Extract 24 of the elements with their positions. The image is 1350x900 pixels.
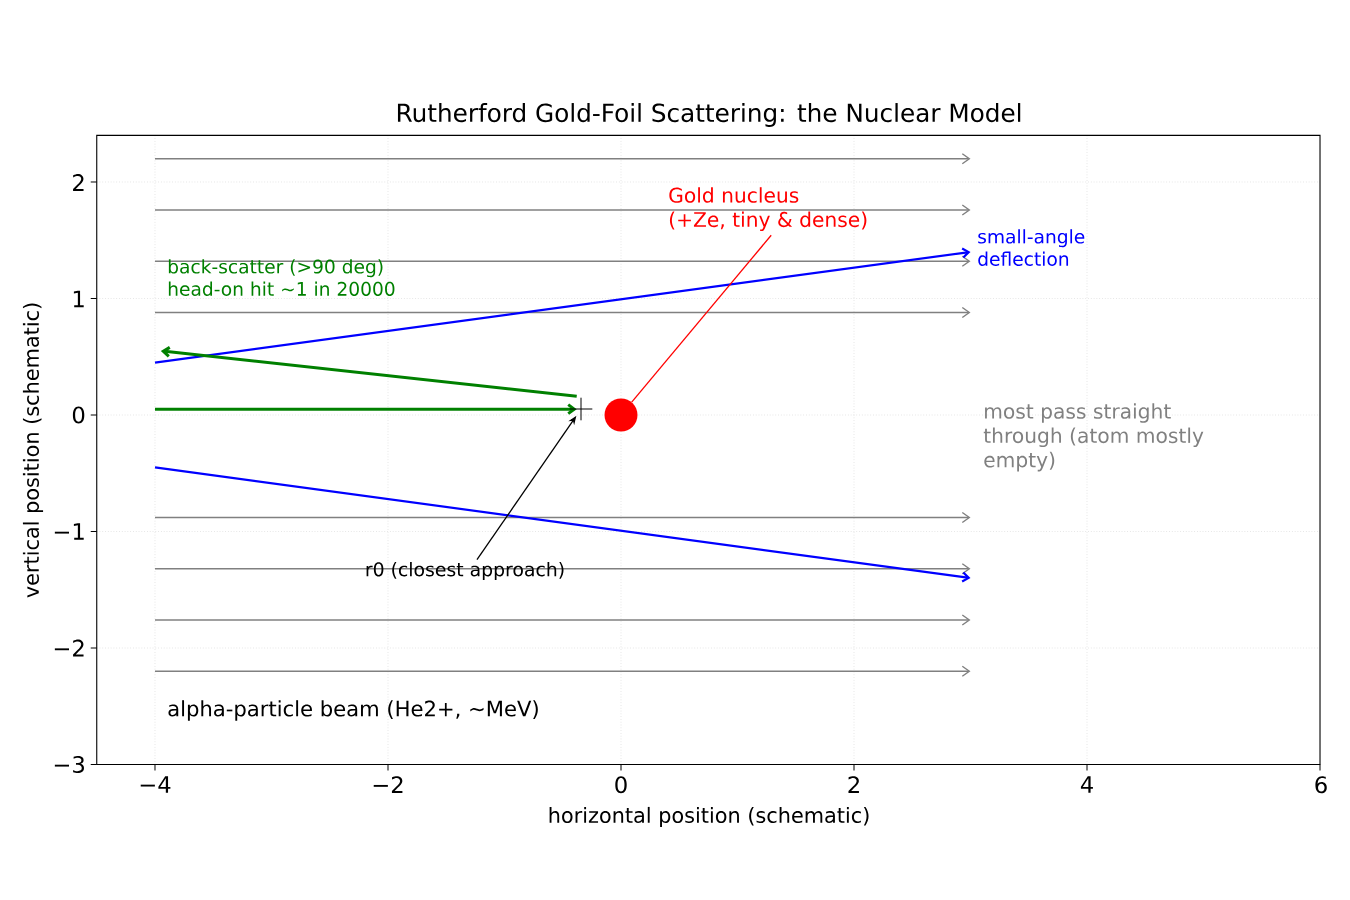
tick-label: 2 [848, 776, 859, 793]
tick-label: 0 [615, 776, 627, 794]
annotation-text: r0 (closest approach) [366, 561, 564, 581]
annotation-text: back-scatter (>90 deg) head-on hit ~1 in 20000 [168, 259, 395, 296]
tick-label: 2 [73, 174, 84, 191]
tick-label: −2 [54, 639, 84, 657]
nucleus-circle [604, 398, 638, 432]
chart-title: Rutherford Gold-Foil Scattering: the Nuclear Model [397, 103, 1021, 127]
annotation-text: small-angle deflection [978, 229, 1085, 266]
tick-label: −2 [373, 776, 403, 793]
tick-label: 0 [72, 406, 85, 424]
axis-label: vertical position (schematic) [22, 303, 44, 598]
tick-label: 6 [1315, 776, 1327, 794]
leader-line [631, 234, 772, 403]
annotation-text: most pass straight through (atom mostly empty) [983, 403, 1204, 472]
tick-label: 1 [73, 290, 84, 308]
tick-label: −4 [140, 776, 171, 793]
tick-label: 4 [1080, 776, 1093, 793]
annotation-text: alpha-particle beam (He2+, ~MeV) [168, 700, 538, 721]
tick-label: −3 [54, 755, 84, 774]
tick-label: −1 [54, 523, 84, 540]
cross-marker [569, 397, 593, 421]
axis-label: horizontal position (schematic) [549, 806, 869, 828]
annotation-text: Gold nucleus (+Ze, tiny & dense) [669, 187, 867, 232]
